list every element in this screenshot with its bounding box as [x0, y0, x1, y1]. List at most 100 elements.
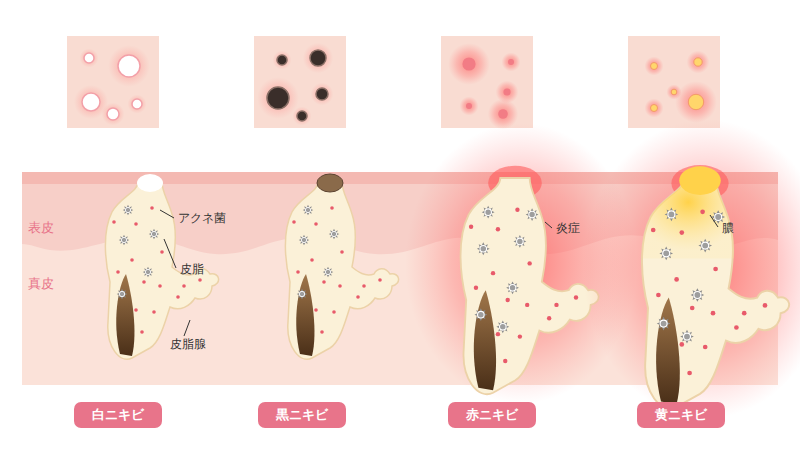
bacterium: [659, 247, 673, 261]
sebum-dot: [340, 250, 344, 254]
hair: [474, 290, 496, 390]
spot-glow: [448, 43, 490, 85]
sebum-dot: [182, 284, 186, 288]
bacterium: [513, 235, 526, 248]
white-spot: [118, 55, 140, 77]
sebum-dot: [527, 261, 531, 265]
red-spot: [498, 109, 508, 119]
follicle-body: [285, 182, 398, 359]
stage-label: 赤ニキビ: [466, 407, 518, 422]
spot-glow: [80, 49, 99, 68]
sebum-dot: [158, 284, 162, 288]
sebum-dot: [700, 209, 705, 214]
spot-glow: [687, 51, 710, 74]
callout-label: 膿: [722, 221, 734, 235]
leader-line: [160, 210, 174, 218]
sebum-dot: [496, 227, 500, 231]
yellow-spot: [651, 105, 658, 112]
sebum-dot: [734, 325, 739, 330]
sebum-dot: [491, 271, 495, 275]
red-spot: [466, 103, 472, 109]
follicle: [105, 174, 218, 359]
spot-glow: [257, 77, 299, 119]
white-cap: [137, 174, 163, 192]
black-spot: [297, 111, 307, 121]
bacterium: [496, 320, 509, 333]
red-spot: [508, 59, 514, 65]
sebum-dot: [314, 222, 318, 226]
sebum-dot: [674, 277, 679, 282]
bacterium: [117, 289, 128, 300]
white-spot: [107, 108, 119, 120]
stage-label-pill: 白ニキビ: [74, 402, 162, 428]
sebum-dot: [651, 228, 656, 233]
spot-glow: [311, 83, 334, 106]
spot-glow: [273, 51, 292, 70]
follicle: [285, 174, 398, 359]
layer-label: 表皮: [28, 221, 54, 235]
sebum-dot: [474, 286, 478, 290]
sebum-dot: [742, 311, 747, 316]
spot-glow: [675, 81, 717, 123]
sebum-dot: [134, 308, 138, 312]
sebum-dot: [656, 293, 661, 298]
sebum-dot: [112, 220, 116, 224]
sebum-dot: [547, 316, 551, 320]
follicle: [583, 120, 800, 419]
bacterium: [119, 235, 130, 246]
bacterium: [691, 288, 705, 302]
black-spot: [310, 50, 326, 66]
sebum-dot: [332, 310, 336, 314]
hair: [656, 298, 680, 405]
leader-line: [164, 239, 176, 268]
stage-label: 黄ニキビ: [655, 407, 707, 422]
spot-glow: [460, 97, 479, 116]
sebum-dot: [469, 225, 473, 229]
white-spot: [84, 53, 94, 63]
black-spot: [277, 55, 287, 65]
skin-square: [67, 36, 159, 128]
skin-square: [628, 36, 720, 128]
sebum-dot: [142, 280, 146, 284]
sebum-dot: [525, 303, 529, 307]
sebum-dot: [296, 270, 300, 274]
sebum-dot: [515, 208, 519, 212]
yellow-spot: [688, 94, 703, 109]
yellow-spot: [694, 58, 702, 66]
bacterium: [482, 206, 495, 219]
callout-label: アクネ菌: [178, 211, 226, 225]
white-spot: [132, 99, 142, 109]
sebum-dot: [518, 334, 522, 338]
stage-label: 白ニキビ: [92, 407, 144, 422]
leader-line: [545, 222, 552, 228]
spot-glow: [303, 43, 333, 73]
sebum-dot: [176, 295, 180, 299]
sebum-dot: [574, 295, 578, 299]
black-spot: [316, 88, 328, 100]
callout-label: 皮脂腺: [170, 337, 206, 351]
bacterium: [303, 205, 314, 216]
white-spot: [82, 93, 100, 111]
sebum-dot: [150, 206, 154, 210]
sebum-dot: [711, 311, 716, 316]
follicle-body: [642, 178, 789, 408]
sebum-dot: [314, 308, 318, 312]
sebum-dot: [152, 310, 156, 314]
follicle-body: [105, 182, 218, 359]
sebum-dot: [140, 330, 144, 334]
sebum-dot: [763, 303, 768, 308]
bacterium: [297, 289, 308, 300]
stage-label-pill: 赤ニキビ: [448, 402, 536, 428]
sebum-dot: [356, 295, 360, 299]
follicle-body: [461, 178, 599, 394]
skin-square: [254, 36, 346, 128]
sebum-dot: [116, 270, 120, 274]
hair: [296, 274, 314, 356]
stage-label-pill: 黒ニキビ: [258, 402, 346, 428]
spot-glow: [293, 107, 312, 126]
callout-label: 炎症: [556, 221, 580, 235]
spot-glow: [102, 103, 125, 126]
red-spot: [503, 88, 510, 95]
